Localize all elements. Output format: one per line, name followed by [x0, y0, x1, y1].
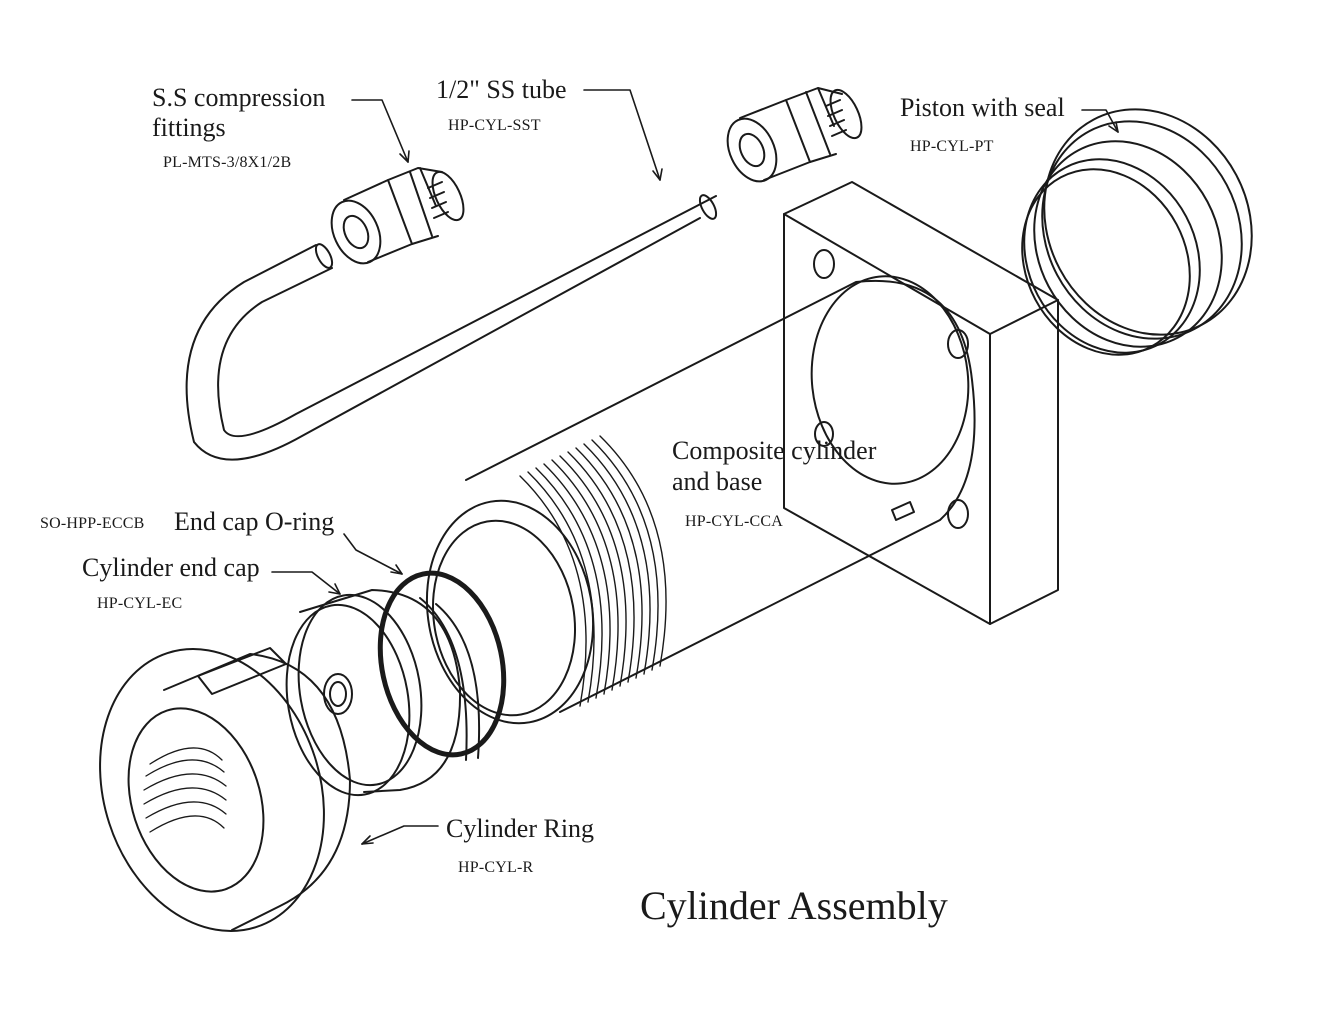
piston-with-seal [1021, 108, 1253, 356]
piston-part-code: HP-CYL-PT [910, 138, 994, 155]
cylinder-part-code: HP-CYL-CCA [685, 513, 784, 530]
cylinder-label-line2: and base [672, 467, 763, 496]
base-plate [783, 181, 1059, 625]
cylinder-end-cap [285, 589, 481, 797]
right-compression-fitting [726, 87, 863, 183]
cylinder-ring [99, 647, 351, 932]
cylinder-label-line1: Composite cylinder [672, 436, 877, 465]
fittings-label-line2: fittings [152, 113, 226, 142]
diagram-title: Cylinder Assembly [640, 883, 948, 928]
ring-threads [143, 747, 227, 833]
ring-label: Cylinder Ring [446, 814, 595, 843]
oring-label: End cap O-ring [174, 507, 335, 536]
tube-part-code: HP-CYL-SST [448, 117, 541, 134]
left-compression-fitting [330, 167, 465, 265]
composite-cylinder [425, 275, 976, 725]
tube-label: 1/2" SS tube [436, 75, 567, 104]
endcap-label: Cylinder end cap [82, 553, 260, 582]
piston-label: Piston with seal [900, 93, 1065, 122]
endcap-part-code: HP-CYL-EC [97, 595, 183, 612]
fittings-label-line1: S.S compression [152, 83, 326, 112]
ring-part-code: HP-CYL-R [458, 859, 534, 876]
fittings-part-code: PL-MTS-3/8X1/2B [163, 154, 292, 171]
oring-part-code: SO-HPP-ECCB [40, 515, 145, 532]
leader-lines [271, 89, 1119, 845]
u-tube [185, 194, 718, 461]
end-cap-o-ring [377, 570, 507, 758]
cylinder-threads [519, 435, 667, 707]
